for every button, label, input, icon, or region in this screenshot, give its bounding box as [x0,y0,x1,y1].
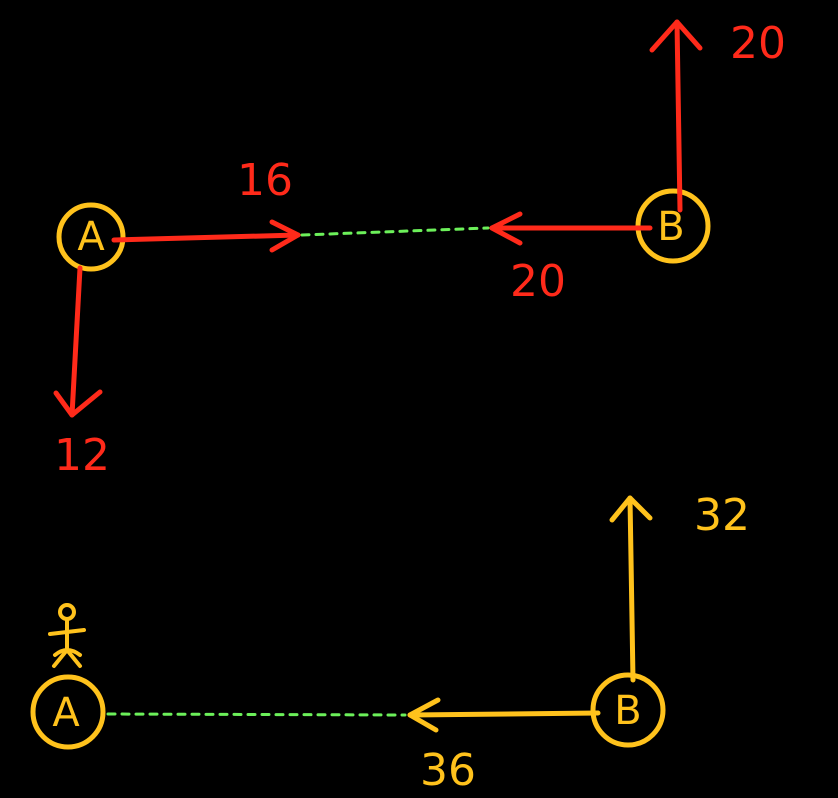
top-a-right-arrow [111,219,301,253]
top-node-a-circle [56,202,126,272]
top-b-left-arrow-label: 20 [510,256,566,307]
bottom-diagram: A B 36 32 [30,490,750,796]
top-b-up-arrow [649,19,703,213]
bottom-b-up-arrow-label: 32 [694,490,750,541]
top-node-a: A [56,202,126,272]
top-b-up-arrow-label: 20 [730,18,786,69]
bottom-b-left-arrow-label: 36 [420,745,476,796]
bottom-dashed-connector [106,712,407,717]
top-a-down-arrow [53,265,103,418]
bottom-node-b: B [590,672,666,748]
stick-figure-icon [48,603,86,668]
bottom-node-a-label: A [52,690,80,736]
top-diagram: A 16 12 B 20 20 [53,18,786,481]
top-node-a-label: A [77,214,105,260]
bottom-node-a-circle [30,674,106,750]
top-a-down-arrow-label: 12 [54,430,110,481]
bottom-node-b-label: B [614,688,641,734]
bottom-node-b-circle [590,672,666,748]
top-node-b: B [635,188,711,264]
top-b-left-arrow [489,211,653,246]
bottom-b-left-arrow [407,697,601,733]
bottom-node-a: A [30,674,106,750]
top-dashed-connector [300,226,490,237]
top-a-right-arrow-label: 16 [237,155,293,206]
bottom-b-up-arrow [609,495,653,683]
